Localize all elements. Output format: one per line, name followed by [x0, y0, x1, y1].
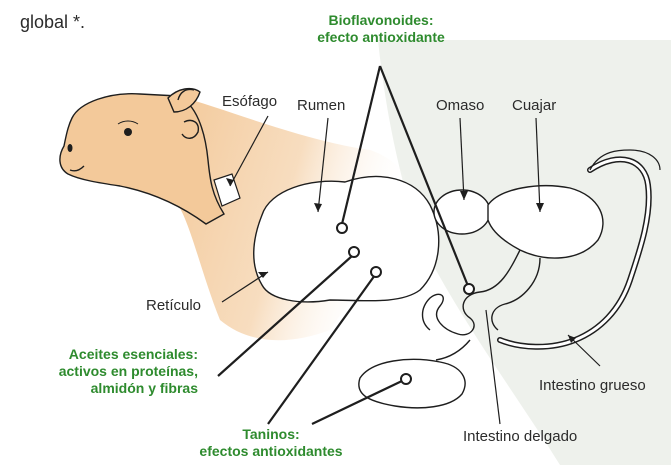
label-cuajar: Cuajar: [512, 97, 556, 115]
callout-bioflavonoides-line2: efecto antioxidante: [288, 29, 474, 46]
label-reticulo: Retículo: [146, 297, 201, 315]
omaso-shape: [434, 190, 490, 234]
callout-taninos: Taninos: efectos antioxidantes: [176, 426, 366, 460]
rumen-shape: [254, 177, 439, 302]
label-omaso: Omaso: [436, 97, 484, 115]
callout-aceites-line3: almidón y fibras: [8, 380, 198, 397]
callout-bioflavonoides: Bioflavonoides: efecto antioxidante: [288, 12, 474, 46]
heading-text: global *.: [20, 12, 85, 32]
cecum-shape: [359, 359, 465, 407]
label-intestino-delgado: Intestino delgado: [463, 428, 577, 446]
callout-taninos-line1: Taninos:: [176, 426, 366, 443]
label-rumen: Rumen: [297, 97, 345, 115]
callout-aceites-line2: activos en proteínas,: [8, 363, 198, 380]
label-esofago: Esófago: [222, 93, 277, 111]
callout-aceites: Aceites esenciales: activos en proteínas…: [8, 346, 198, 397]
callout-aceites-line1: Aceites esenciales:: [8, 346, 198, 363]
callout-taninos-line2: efectos antioxidantes: [176, 443, 366, 460]
label-intestino-grueso: Intestino grueso: [539, 377, 646, 395]
callout-bioflavonoides-line1: Bioflavonoides:: [288, 12, 474, 29]
